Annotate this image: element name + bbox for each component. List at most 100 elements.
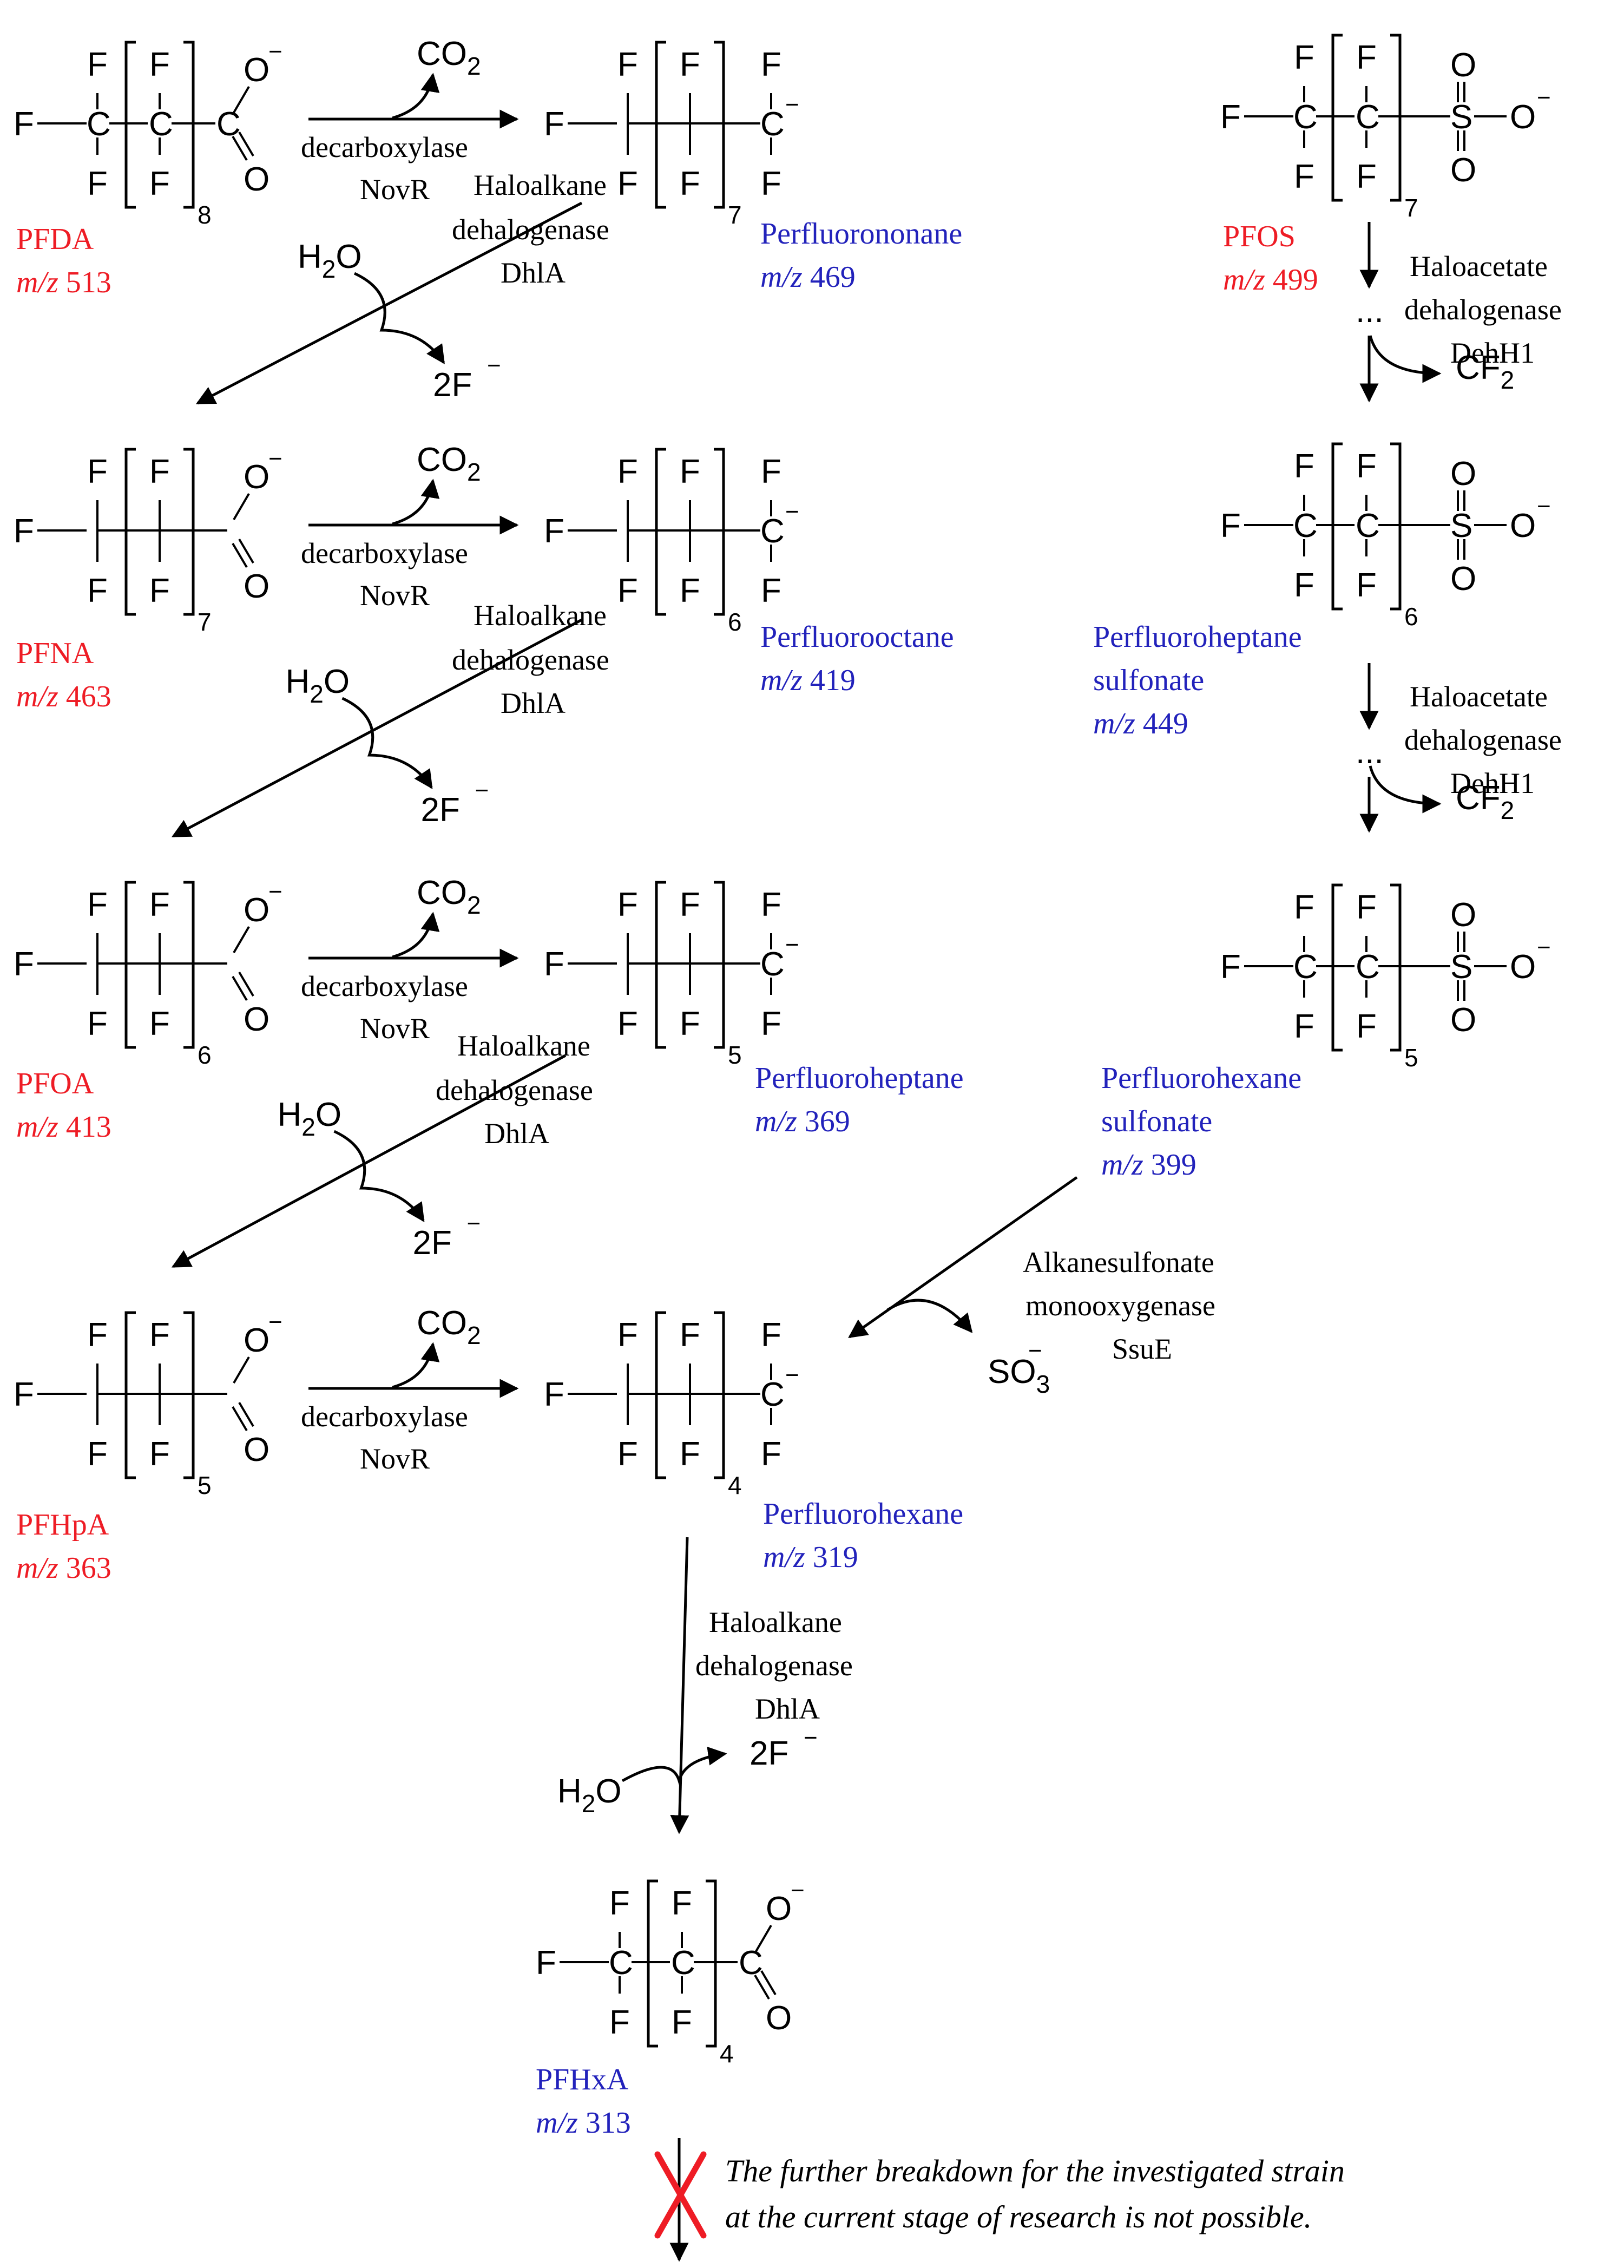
reaction-arrow [848, 1176, 1078, 1339]
pfhps-name: sulfonate [1093, 664, 1204, 697]
water-fluoride-arrow [353, 272, 445, 364]
fluorine-atom: F [617, 886, 638, 923]
co2-label: CO2 [417, 35, 481, 80]
fluorine-atom: F [761, 1005, 781, 1043]
fluorine-atom: F [1356, 1008, 1377, 1045]
note-line-2: at the current stage of research is not … [725, 2199, 1312, 2234]
water-label-sub: 2 [582, 1790, 596, 1818]
co2-label-sub: 2 [467, 458, 481, 486]
enzyme-dehalogenase: dehalogenase [452, 644, 609, 676]
negative-charge: − [1028, 1338, 1042, 1364]
pfhxs-name: sulfonate [1101, 1105, 1212, 1138]
bond [233, 1356, 250, 1384]
red-cross-stroke-2 [654, 2151, 707, 2239]
mz-prefix: m/z [16, 1551, 58, 1585]
fluorine-atom: F [617, 1435, 638, 1473]
negative-charge: − [475, 777, 489, 804]
negative-charge: − [268, 1309, 282, 1335]
oxygen-atom: O [1450, 455, 1476, 493]
cf2-label: CF2 [1456, 349, 1514, 394]
fluoride-label: 2F [749, 1735, 788, 1772]
blocked-breakdown: The further breakdown for the investigat… [654, 2138, 1345, 2262]
right-bracket [183, 881, 195, 1049]
mz-value: 313 [586, 2106, 631, 2140]
reaction-arrows: CO2decarboxylaseNovRCO2decarboxylaseNovR… [171, 35, 1562, 2262]
mz-prefix: m/z [536, 2106, 578, 2140]
fluorine-atom: F [149, 1435, 170, 1473]
so3-label: SO3 [988, 1353, 1050, 1398]
fluorine-atom: F [14, 106, 34, 143]
fluorine-atom: F [544, 513, 564, 550]
fluorine-atom: F [149, 886, 170, 923]
bond [233, 86, 250, 114]
negative-charge: − [785, 91, 799, 118]
fluorine-atom: F [1294, 39, 1314, 76]
mz-value: 463 [66, 680, 111, 713]
cf2-label-main: CF [1456, 349, 1501, 386]
co2-release-arrow [392, 73, 440, 120]
so3-label-main: SO [988, 1353, 1036, 1391]
left-bracket [1331, 442, 1343, 611]
water-label-sub: 2 [310, 680, 324, 708]
fluorine-atom: F [14, 1376, 34, 1413]
fluorine-atom: F [544, 106, 564, 143]
repeat-count: 6 [1404, 602, 1418, 631]
mz-value: 319 [813, 1541, 858, 1574]
cf2-label: CF2 [1456, 779, 1514, 824]
right-bracket [714, 1311, 725, 1479]
bond [233, 493, 250, 521]
fluorine-atom: F [87, 1435, 108, 1473]
water-label-tail: O [595, 1773, 621, 1810]
carbon-atom: C [87, 106, 111, 143]
fluorine-atom: F [1356, 567, 1377, 604]
co2-label-sub: 2 [467, 891, 481, 919]
right-bracket [714, 41, 725, 209]
oxygen-atom: O [244, 161, 269, 198]
pfhxa-name: PFHxA [536, 2063, 629, 2096]
enzyme-dehh1: DehH1 [1450, 337, 1535, 369]
carbon-atom: C [739, 1944, 763, 1982]
fluorine-atom: F [149, 453, 170, 490]
repeat-count: 7 [198, 608, 212, 636]
sulfur-atom: S [1450, 99, 1472, 136]
negative-charge: − [1537, 493, 1551, 520]
cf2-label-sub: 2 [1501, 366, 1515, 394]
left-bracket [124, 881, 136, 1049]
carbon-atom: C [760, 513, 785, 550]
enzyme-dhla: DhlA [755, 1693, 820, 1725]
enzyme-ssue: SsuE [1112, 1333, 1172, 1365]
co2-release-arrow [392, 478, 440, 526]
perfluoroheptane-name: Perfluoroheptane [755, 1061, 964, 1095]
fluorine-atom: F [761, 46, 781, 83]
right-bracket [714, 881, 725, 1049]
mz-prefix: m/z [760, 260, 803, 294]
water-fluoride-arrow [333, 1130, 425, 1222]
mz-prefix: m/z [755, 1105, 797, 1138]
enzyme-haloalkane: Haloalkane [709, 1606, 842, 1638]
fluorine-atom: F [536, 1944, 556, 1982]
oxygen-atom: O [766, 2000, 792, 2037]
fluorine-atom: F [1356, 158, 1377, 195]
cf2-label-main: CF [1456, 779, 1501, 817]
mz-value: 419 [810, 664, 856, 697]
fluorine-atom: F [680, 46, 700, 83]
co2-label: CO2 [417, 1305, 481, 1349]
fluoride-label: 2F [433, 366, 472, 404]
bond [238, 971, 254, 997]
enzyme-novr: NovR [360, 579, 430, 612]
